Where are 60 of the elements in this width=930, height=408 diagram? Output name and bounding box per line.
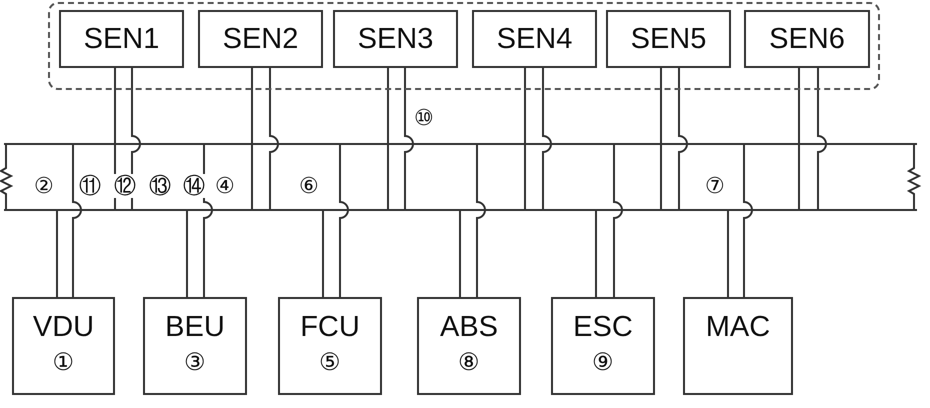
wire (186, 210, 188, 297)
wire (613, 144, 623, 297)
sensor-box (59, 10, 184, 68)
wire (203, 144, 213, 297)
control-unit-box (417, 297, 521, 395)
unit-label: ABS (440, 311, 498, 343)
dashed-boundary (48, 2, 880, 90)
wire (743, 144, 753, 297)
control-unit-box (143, 297, 247, 395)
sensor-box (744, 10, 870, 68)
unit-label: MAC (706, 311, 770, 343)
wire (817, 68, 827, 210)
unit-label: FCU (300, 311, 360, 343)
callout-number: ① (52, 349, 74, 377)
bus-line (4, 143, 917, 145)
control-unit-box (278, 297, 382, 395)
bus-line (4, 209, 917, 211)
control-unit-box (551, 297, 655, 395)
wire (404, 68, 414, 210)
wire (251, 68, 253, 210)
sensor-box (606, 10, 731, 68)
wire (542, 68, 552, 210)
wire (595, 210, 597, 297)
wire (114, 68, 116, 210)
wire (131, 68, 141, 210)
wire (269, 68, 279, 210)
control-unit-box (12, 297, 115, 395)
wire (387, 68, 389, 210)
wire (56, 210, 58, 297)
wire (798, 68, 800, 210)
wire (524, 68, 526, 210)
wire (678, 68, 688, 210)
callout-number: ⑧ (458, 349, 480, 377)
wire (660, 68, 662, 210)
wire (339, 144, 349, 297)
callout-number: ⑪ (79, 174, 101, 198)
unit-label: SEN4 (496, 23, 572, 55)
callout-number: ⑫ (114, 174, 136, 198)
callout-number: ⑨ (592, 349, 614, 377)
control-unit-box (683, 297, 793, 395)
callout-number: ③ (184, 349, 206, 377)
unit-label: SEN6 (769, 23, 845, 55)
sensor-box (198, 10, 323, 68)
unit-label: BEU (165, 311, 225, 343)
unit-label: SEN5 (630, 23, 706, 55)
wire (322, 210, 324, 297)
wire (727, 210, 729, 297)
unit-label: SEN3 (358, 23, 434, 55)
callout-number: ⑬ (149, 174, 171, 198)
wire (476, 144, 486, 297)
unit-label: VDU (32, 311, 94, 343)
wire (459, 210, 461, 297)
wire (72, 144, 82, 297)
sensor-box (333, 10, 458, 68)
sensor-box (472, 10, 597, 68)
unit-label: SEN2 (222, 23, 298, 55)
unit-label: SEN1 (84, 23, 160, 55)
callout-number: ⑤ (319, 349, 341, 377)
callout-number: ⑭ (183, 174, 205, 198)
unit-label: ESC (573, 311, 633, 343)
